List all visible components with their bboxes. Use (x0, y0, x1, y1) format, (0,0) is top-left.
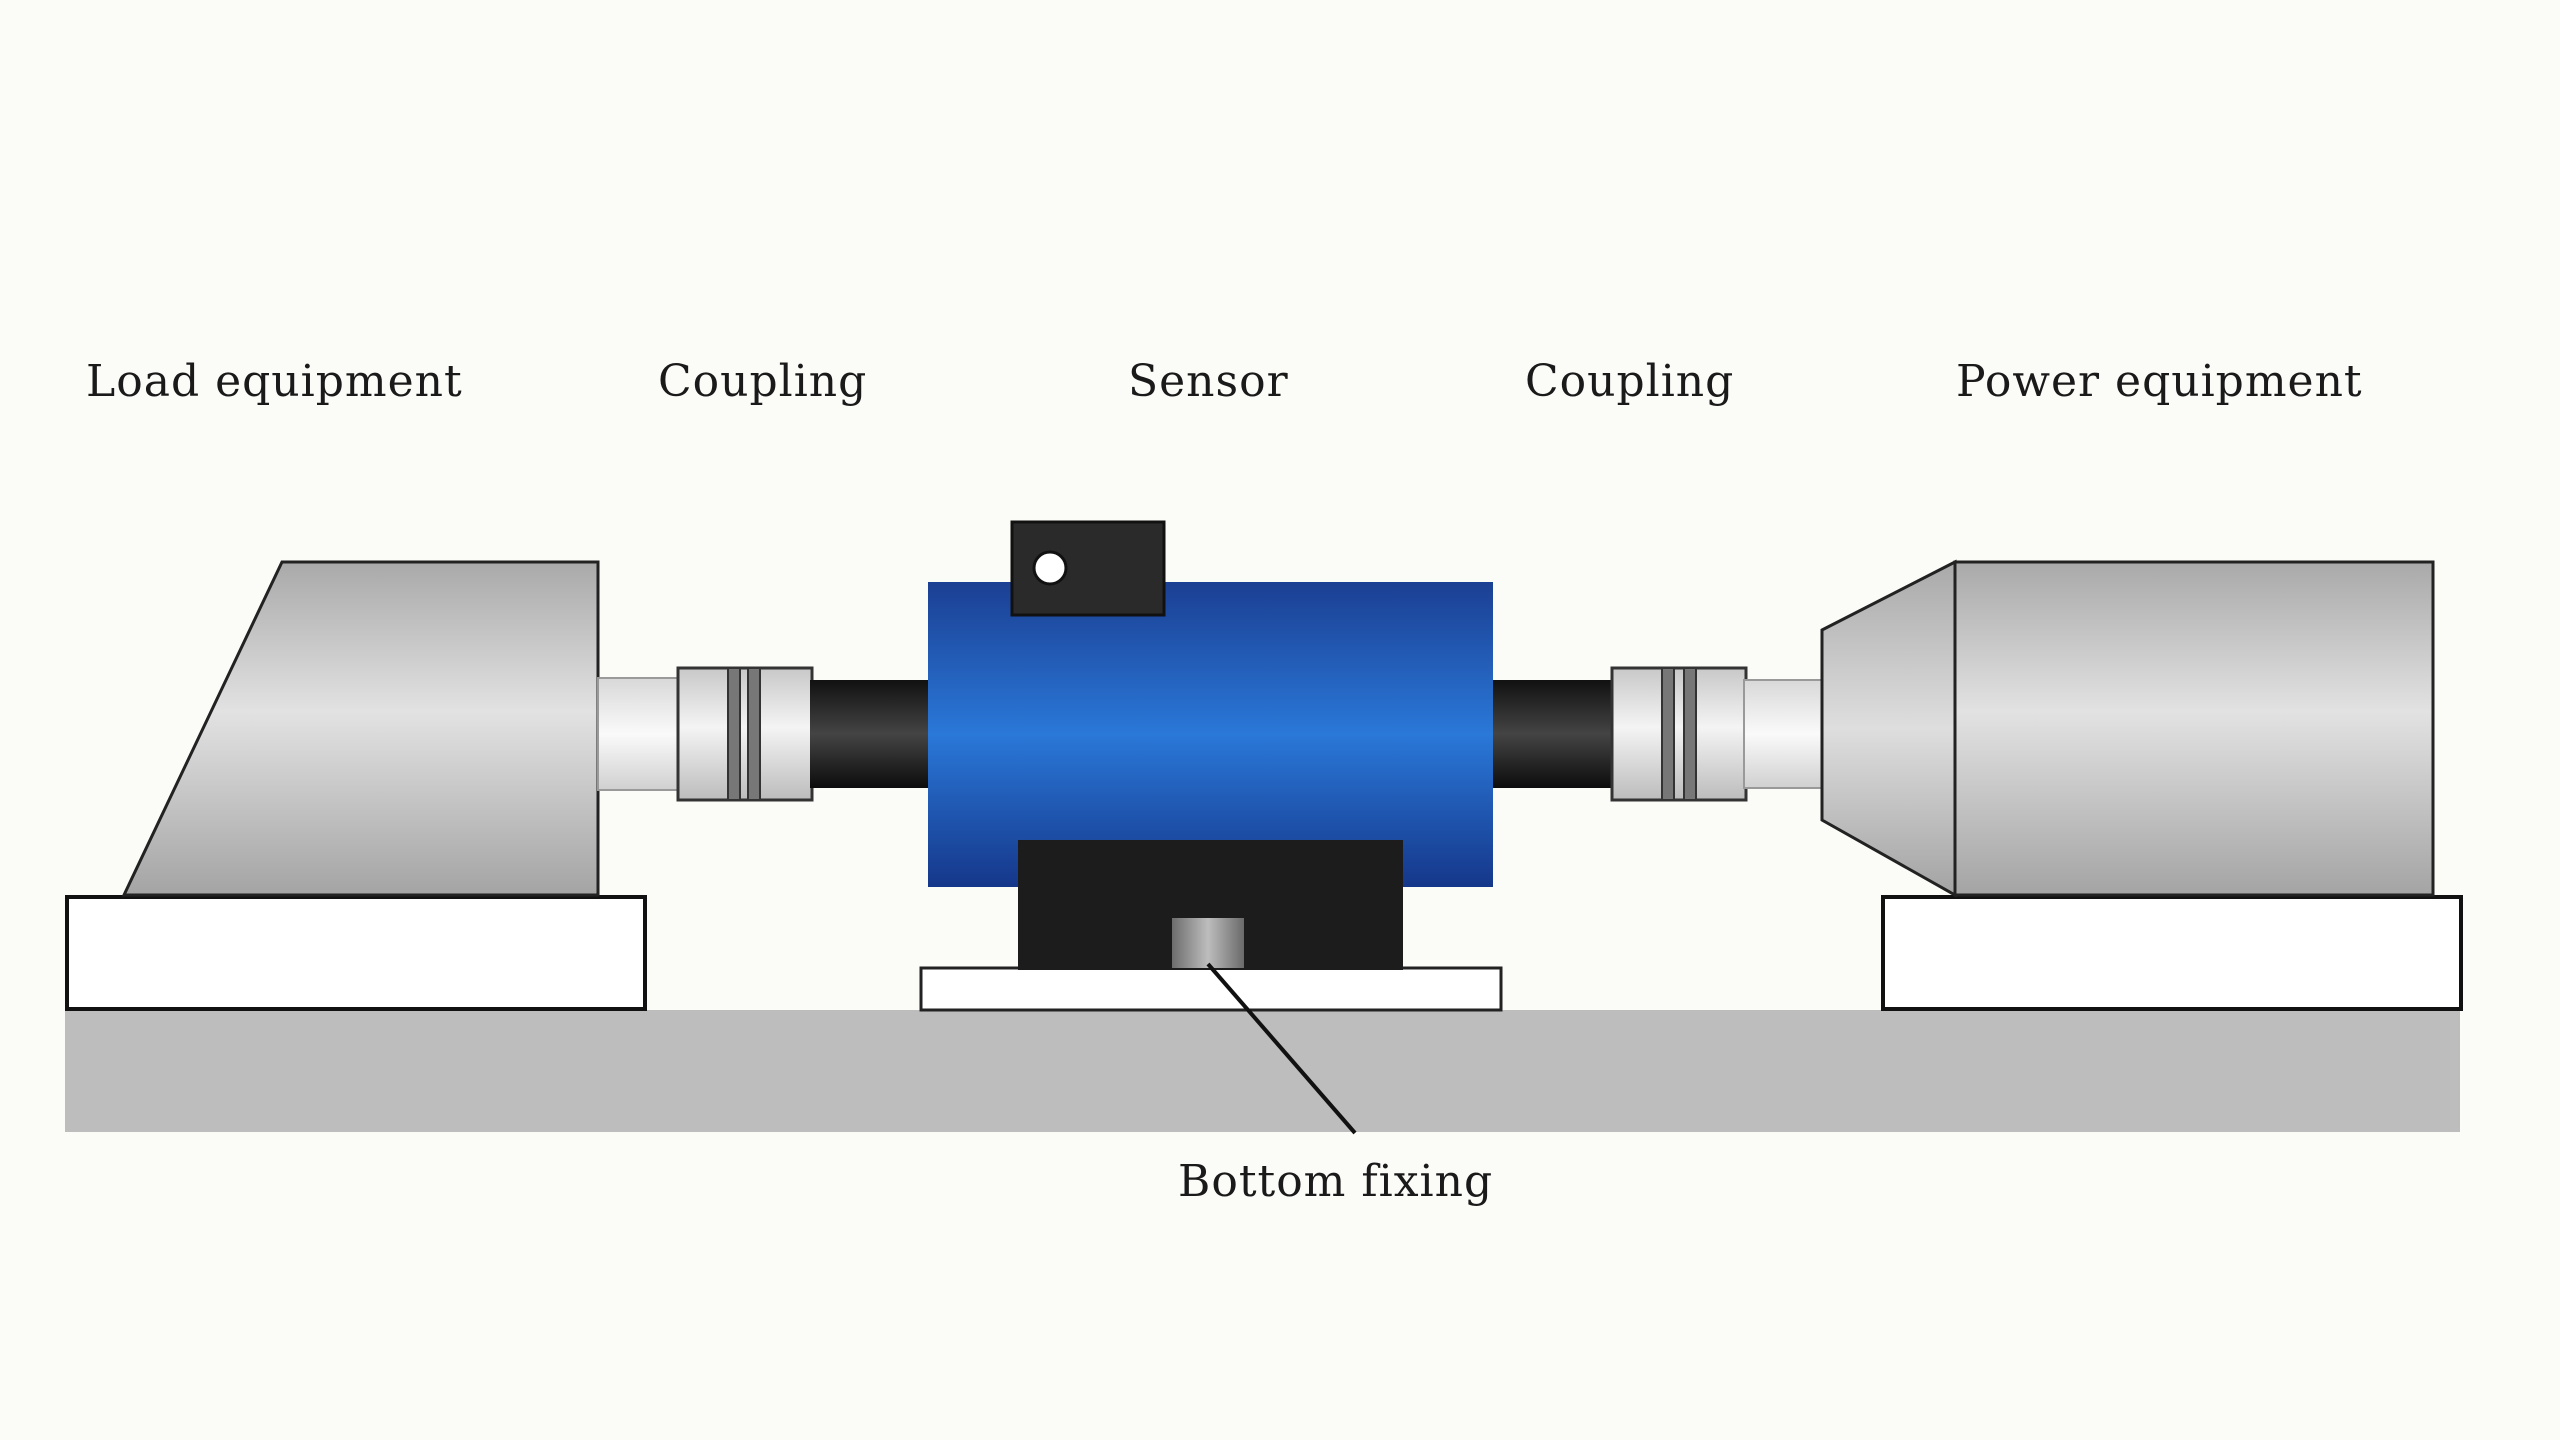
power-equipment-body (1953, 560, 2435, 897)
right-coupling (1610, 666, 1748, 802)
bottom-fixing-bolt (1172, 918, 1244, 968)
power-equipment-cone (1820, 559, 1957, 898)
power-equipment-shaft-neck (1743, 679, 1823, 789)
left-coupling (676, 666, 814, 802)
right-shaft (1490, 680, 1615, 788)
left-shaft (810, 680, 930, 788)
bottom-fixing-leader-line (1206, 962, 1357, 1135)
sensor-label: Sensor (1128, 356, 1289, 407)
right-coupling-label: Coupling (1525, 356, 1735, 407)
sensor-body (928, 582, 1493, 887)
power-equipment-label: Power equipment (1956, 356, 2363, 407)
sensor-connector (1010, 520, 1166, 617)
load-equipment-pedestal (65, 895, 647, 1011)
load-equipment-label: Load equipment (86, 356, 463, 407)
left-coupling-label: Coupling (658, 356, 868, 407)
sensor-mounting-plate (919, 966, 1503, 1012)
bottom-fixing-label: Bottom fixing (1178, 1156, 1494, 1207)
load-equipment-body (121, 560, 600, 897)
power-equipment-pedestal (1881, 895, 2463, 1011)
load-equipment-shaft-neck (597, 677, 681, 791)
base-rail (65, 1010, 2460, 1132)
